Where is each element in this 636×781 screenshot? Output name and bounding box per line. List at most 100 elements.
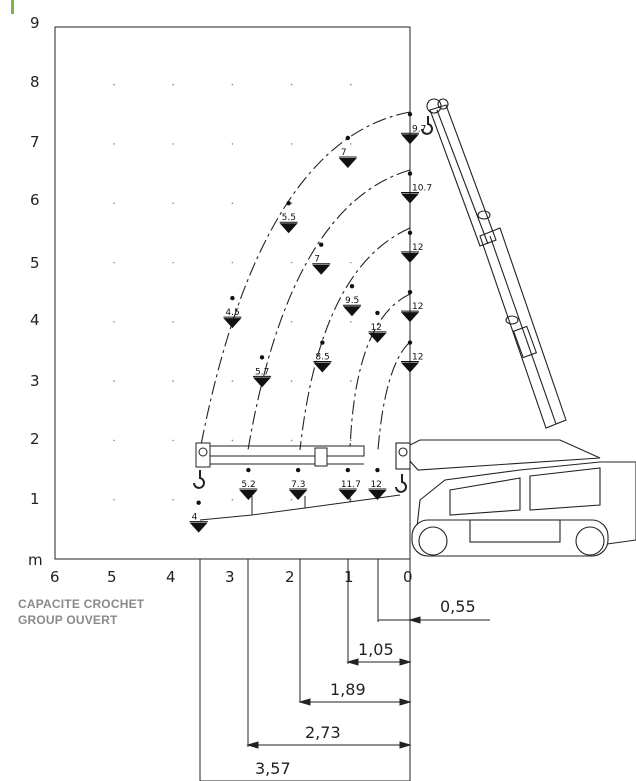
crane-machine <box>395 439 636 557</box>
load-triangle <box>401 362 419 373</box>
load-point <box>345 467 351 473</box>
y-tick-4: 4 <box>30 311 40 329</box>
grid-dot <box>350 83 352 86</box>
arc-1-05 <box>349 293 411 451</box>
grid-dot <box>231 498 234 501</box>
y-tick-5: 5 <box>30 254 40 272</box>
machine-hook <box>395 474 407 493</box>
load-point <box>345 135 351 141</box>
load-marker: 10.7 <box>401 171 432 204</box>
load-triangle <box>313 362 332 373</box>
load-triangle <box>401 312 419 323</box>
load-marker: 5.2 <box>239 467 258 501</box>
dim-label-105: 1,05 <box>358 640 394 659</box>
load-triangle <box>401 252 419 263</box>
boom-lower <box>479 227 567 429</box>
arrow-189-r <box>399 698 412 706</box>
load-triangle <box>368 490 387 501</box>
load-label: 4 <box>192 513 198 523</box>
grid-dot <box>113 261 115 264</box>
load-label: 5.2 <box>241 480 255 490</box>
wheel-front <box>418 526 448 556</box>
y-unit: m <box>28 551 43 569</box>
load-triangle <box>253 377 271 388</box>
chart-caption: CAPACITE CROCHET GROUP OUVERT <box>18 596 144 628</box>
boom-upper <box>429 104 497 247</box>
x-tick-3: 3 <box>225 568 235 586</box>
grid-dot <box>113 202 115 204</box>
load-label: 12 <box>370 323 381 333</box>
jib-hook <box>193 470 205 489</box>
load-point <box>407 289 413 295</box>
boom-line-1 <box>436 109 489 245</box>
load-label: 12 <box>370 480 381 490</box>
load-point <box>286 201 291 206</box>
grid-dot <box>113 439 115 442</box>
x-tick-5: 5 <box>107 568 117 586</box>
arc-2-73 <box>247 169 411 451</box>
machine-arm <box>399 439 601 471</box>
load-triangle <box>368 332 387 343</box>
ground-envelope <box>199 494 401 521</box>
load-marker: 9.7 <box>401 112 426 145</box>
load-marker: 5.5 <box>279 201 298 234</box>
load-label: 7 <box>341 148 347 158</box>
y-tick-8: 8 <box>30 73 40 91</box>
grid-dot <box>172 321 174 323</box>
machine-panel-2 <box>529 467 601 511</box>
grid-dot <box>290 321 293 323</box>
jib-trolley <box>314 447 328 467</box>
arc-3-57 <box>199 111 411 451</box>
y-tick-9: 9 <box>30 14 40 32</box>
load-marker: 8.5 <box>313 340 332 373</box>
load-marker: 9.5 <box>342 284 361 317</box>
dim-label-189: 1,89 <box>330 680 366 699</box>
dim-label-357: 3,57 <box>255 759 291 778</box>
load-label: 9.7 <box>412 124 426 134</box>
grid-dot <box>290 202 293 204</box>
grid-dot <box>290 143 293 145</box>
load-triangle <box>223 318 242 329</box>
load-triangle <box>342 306 361 317</box>
load-triangle <box>338 490 357 501</box>
load-marker: 11.7 <box>338 467 361 501</box>
y-axis: 9 8 7 6 5 4 3 2 1 m <box>28 14 43 569</box>
y-tick-3: 3 <box>30 372 40 390</box>
boom-head-pulley-2 <box>437 98 449 110</box>
arrow-105-l <box>346 658 359 666</box>
load-point <box>259 355 265 360</box>
dim-label-273: 2,73 <box>305 723 341 742</box>
load-point <box>319 242 324 247</box>
load-marker: 4.5 <box>223 295 242 329</box>
grid-dot <box>350 143 352 145</box>
load-triangle <box>401 134 419 145</box>
arc-0-55 <box>377 341 411 451</box>
grid-dot <box>113 321 115 323</box>
grid-dot <box>290 380 293 382</box>
grid-dot <box>172 202 174 204</box>
arrow-189-l <box>298 698 311 706</box>
load-label: 7.3 <box>291 480 305 490</box>
jib-pulley <box>198 447 208 457</box>
load-marker: 12 <box>401 230 423 263</box>
load-marker: 7 <box>312 242 331 275</box>
load-point <box>295 467 301 473</box>
arrow-105-r <box>399 658 412 666</box>
jib-head <box>195 442 211 468</box>
arrow-273-l <box>246 741 259 749</box>
load-marker: 4 <box>189 500 208 533</box>
grid-dot <box>350 439 352 442</box>
load-marker: 7.3 <box>289 467 308 501</box>
load-marker: 12 <box>401 289 423 323</box>
caption-line-2: GROUP OUVERT <box>18 613 118 627</box>
grid-dot <box>172 380 174 382</box>
boom-joint-2 <box>505 315 519 325</box>
radius-dimension-labels: 0,55 1,05 1,89 2,73 3,57 <box>255 597 476 778</box>
boom-hook <box>421 116 433 135</box>
x-tick-4: 4 <box>166 568 176 586</box>
load-marker: 7 <box>338 135 357 168</box>
arrow-273-r <box>399 741 412 749</box>
grid-dot <box>231 143 234 145</box>
